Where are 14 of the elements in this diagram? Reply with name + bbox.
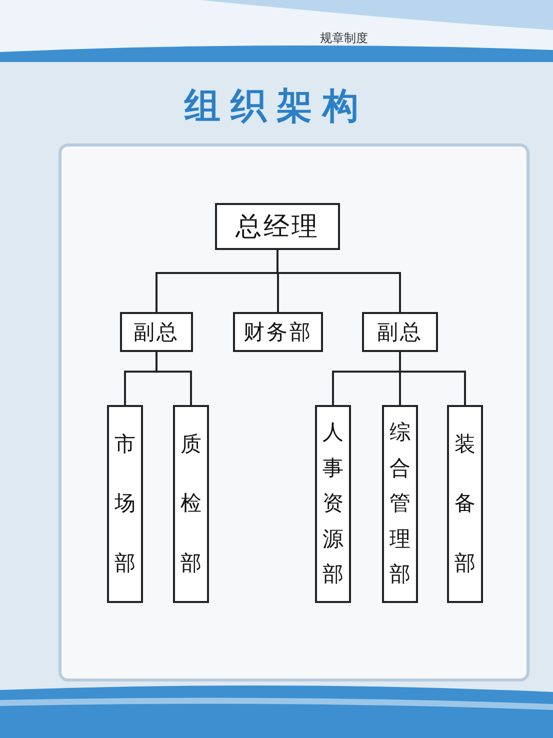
org-box: 人事资源部 — [315, 405, 351, 603]
org-box: 市场部 — [107, 405, 143, 603]
org-box: 综合管理部 — [382, 405, 418, 603]
org-box: 总经理 — [215, 203, 340, 250]
org-box: 装备部 — [447, 405, 483, 603]
org-box: 质检部 — [173, 405, 209, 603]
connector-line — [399, 352, 466, 405]
org-box: 副总 — [120, 312, 193, 352]
header-text: 规章制度 — [320, 30, 368, 47]
page-title: 组织架构 — [183, 85, 370, 129]
org-box: 财务部 — [233, 312, 323, 352]
connector-line — [276, 250, 401, 312]
connector-line — [156, 352, 192, 405]
org-box: 副总 — [362, 312, 438, 352]
